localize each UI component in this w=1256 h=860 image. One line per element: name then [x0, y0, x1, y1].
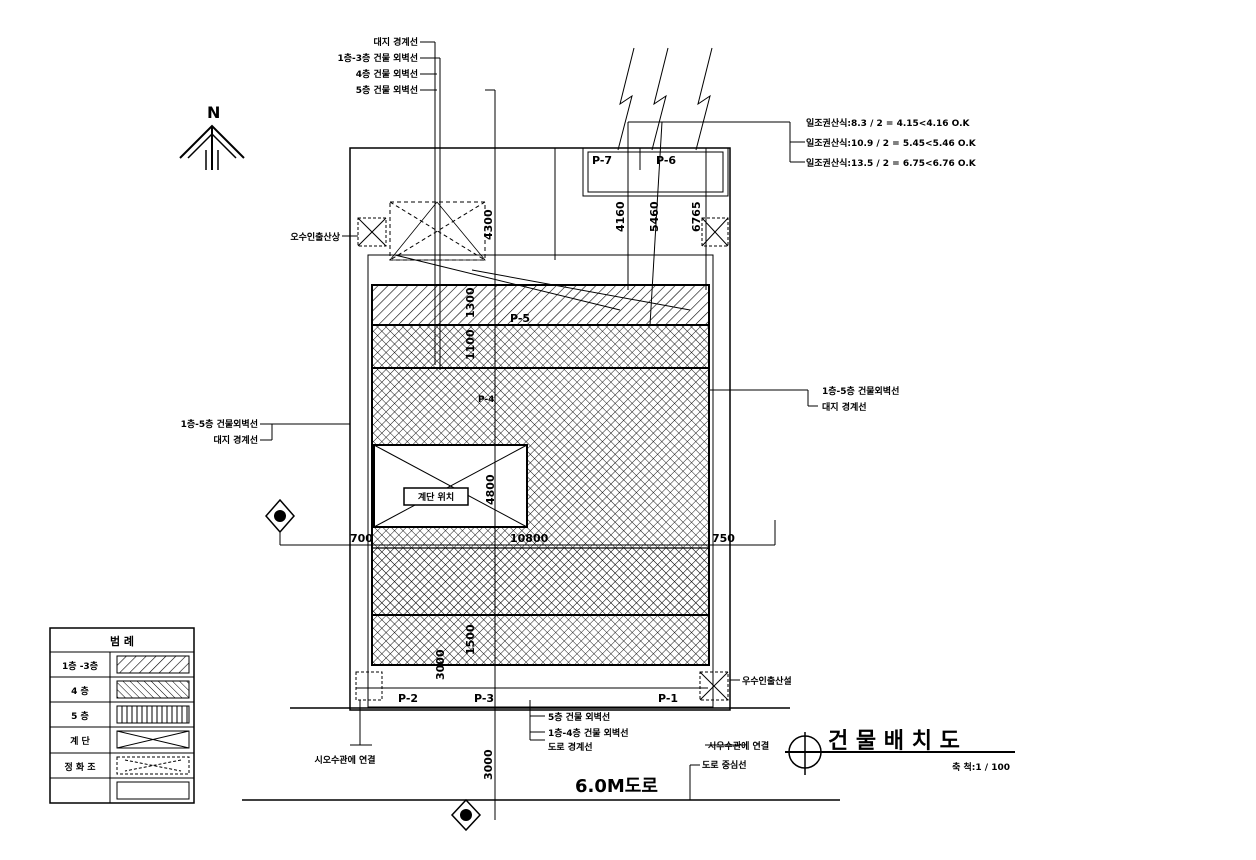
dim-label: 4800 — [484, 474, 497, 505]
site-boundary — [349, 147, 731, 711]
stair-block — [373, 444, 528, 528]
section-marker-icon — [265, 498, 295, 534]
bottom-label: 1층-4층 건물 외벽선 — [548, 727, 629, 739]
top-label: 대지 경계선 — [373, 36, 418, 48]
dim-label: 10800 — [510, 532, 549, 545]
legend-row-label: 계 단 — [70, 735, 90, 747]
dim-label: 1500 — [464, 624, 477, 655]
sunlight-check: 일조권산식:13.5 / 2 = 6.75<6.76 O.K — [806, 157, 977, 169]
parking-p1: P-1 — [658, 692, 678, 705]
drawing-scale: 축 척:1 / 100 — [952, 761, 1010, 773]
parking-p5: P-5 — [510, 312, 530, 325]
parking-p7: P-7 — [592, 154, 612, 167]
right-wall-label: 1층-5층 건물외벽선 — [822, 385, 899, 397]
top-label: 5층 건물 외벽선 — [356, 84, 418, 96]
section-marker-icon — [450, 798, 482, 832]
parking-p6: P-6 — [656, 154, 676, 167]
legend-header: 범 례 — [110, 634, 134, 648]
rain-label: 우수인출산설 — [742, 675, 792, 687]
parking-p2: P-2 — [398, 692, 418, 705]
sunlight-check: 일조권산식:8.3 / 2 = 4.15<4.16 O.K — [806, 117, 971, 129]
dim-label: 4160 — [614, 201, 627, 232]
dim-label: 3000 — [434, 649, 447, 680]
top-label: 1층-3층 건물 외벽선 — [338, 52, 419, 64]
dim-label: 1100 — [464, 329, 477, 360]
stair-label: 계단 위치 — [418, 491, 454, 503]
north-label: N — [207, 103, 220, 122]
sunlight-check: 일조권산식:10.9 / 2 = 5.45<5.46 O.K — [806, 137, 977, 149]
sewage-label: 오수인출산상 — [290, 231, 340, 243]
dim-label: 700 — [350, 532, 373, 545]
septic-tank-icon — [389, 201, 486, 261]
title-symbol-icon — [785, 732, 1015, 775]
right-boundary-label: 대지 경계선 — [822, 401, 867, 413]
right-connection-label: 시우수관에 연결 — [708, 740, 769, 752]
legend — [49, 627, 195, 804]
top-label: 4층 건물 외벽선 — [356, 68, 418, 80]
legend-row-label: 5 층 — [71, 710, 89, 722]
dim-label: 4300 — [482, 209, 495, 240]
left-connection-label: 시오수관에 연결 — [314, 754, 375, 766]
left-boundary-label: 대지 경계선 — [213, 434, 258, 446]
setback-line — [367, 254, 714, 708]
left-wall-label: 1층-5층 건물외벽선 — [181, 418, 258, 430]
parking-p3: P-3 — [474, 692, 494, 705]
dim-label: 6765 — [690, 201, 703, 232]
north-arrow-icon — [179, 124, 245, 170]
drawing-title: 건 물 배 치 도 — [828, 729, 960, 754]
legend-row-label: 1층 -3층 — [62, 660, 98, 672]
sunlight-lines — [394, 47, 805, 326]
bottom-label: 도로 중심선 — [702, 759, 747, 771]
legend-row-label: 정 화 조 — [64, 761, 96, 773]
parking-p4: P-4 — [478, 395, 494, 405]
bottom-label: 도로 경계선 — [548, 741, 593, 753]
bottom-label: 5층 건물 외벽선 — [548, 711, 610, 723]
dim-label: 3000 — [482, 749, 495, 780]
legend-row-label: 4 층 — [71, 685, 89, 697]
dim-label: 1300 — [464, 287, 477, 318]
road-lines — [242, 700, 840, 801]
dim-label: 750 — [712, 532, 735, 545]
road-name: 6.0M도로 — [575, 776, 658, 797]
dim-label: 5460 — [648, 201, 661, 232]
